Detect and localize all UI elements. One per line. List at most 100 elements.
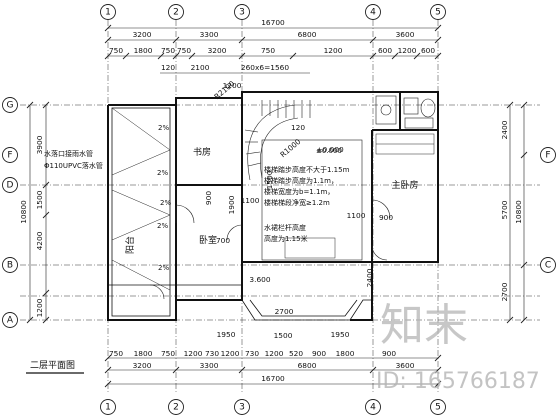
slope-label: 2% — [160, 199, 171, 207]
dim-bottom-row1: 1200 — [221, 349, 240, 358]
room-bedroom-label: 卧室 — [199, 234, 217, 246]
axis-bottom-5: 5 — [435, 403, 441, 413]
note-pipe-2: Φ110UPVC落水管 — [44, 161, 103, 170]
dim-right-inner: 2700 — [500, 282, 509, 301]
axis-left-G: G — [7, 101, 14, 111]
axis-right-F-circle — [540, 147, 556, 163]
drawing-title: 二层平面图 — [30, 360, 75, 371]
axis-left-D: D — [7, 181, 14, 191]
axis-top-2-circle — [168, 4, 184, 20]
watermark-brand: 知末 — [380, 300, 468, 351]
dimension-lines — [29, 27, 525, 385]
dim-misc: 1100 — [241, 196, 260, 205]
dim-top-row3: 750 — [109, 46, 123, 55]
walls — [107, 91, 439, 321]
axis-left-A-circle — [2, 312, 18, 328]
dim-misc: 900 — [204, 191, 213, 205]
axis-top-5: 5 — [435, 8, 441, 18]
axis-right-C: C — [545, 261, 551, 271]
axis-bottom-1: 1 — [105, 403, 111, 413]
axis-bottom-4: 4 — [370, 403, 376, 413]
note-stair: 楼梯梯段净宽≥1.2m — [264, 198, 330, 207]
axis-bottom-3: 3 — [239, 403, 245, 413]
axis-left-F-circle — [2, 147, 18, 163]
axis-bottom-3-circle — [234, 399, 250, 415]
dim-misc: 1500 — [265, 170, 274, 189]
dim-left-inner: 3900 — [35, 135, 44, 154]
dim-top-row3: 750 — [161, 46, 175, 55]
room-details — [284, 133, 435, 259]
dim-top-total: 16700 — [261, 18, 285, 27]
axis-top-3-circle — [234, 4, 250, 20]
doors — [149, 199, 391, 300]
dim-bottom-row2: 3300 — [200, 361, 219, 370]
dim-left-total: 10800 — [19, 200, 28, 224]
dim-misc: 1200 — [223, 81, 242, 90]
dim-top-row3: 1800 — [134, 46, 153, 55]
axis-top-2: 2 — [173, 8, 179, 18]
dim-left-inner: 1500 — [35, 190, 44, 209]
note-stair: 楼梯宽度为b=1.1m， — [264, 187, 334, 196]
dim-bottom-row1: 750 — [109, 349, 123, 358]
bathroom-fixtures — [375, 95, 436, 129]
dim-misc: 700 — [216, 236, 230, 245]
dim-bottom-row1: 730 — [245, 349, 259, 358]
axis-left-B: B — [7, 261, 13, 271]
dim-misc: 3.600 — [249, 275, 270, 284]
room-master-label: 主卧房 — [391, 179, 418, 191]
dim-top-row2: 3600 — [396, 30, 415, 39]
elevation-mark: ±0.000 — [316, 147, 342, 155]
axis-right-C-circle — [540, 257, 556, 273]
slope-label: 2% — [157, 169, 168, 177]
axis-bottom-2-circle — [168, 399, 184, 415]
dim-bottom-row2: 3600 — [396, 361, 415, 370]
dim-bottom-row1: 900 — [382, 349, 396, 358]
axis-top-1: 1 — [105, 8, 111, 18]
note-rail-1: 水裙栏杆高度 — [264, 223, 306, 232]
axis-top-3: 3 — [239, 8, 245, 18]
axis-bottom-5-circle — [430, 399, 446, 415]
dim-top-row4: 120 — [161, 63, 175, 72]
staircase — [244, 100, 363, 261]
watermark-id: ID: 165766187 — [376, 369, 540, 394]
dim-bottom-row2: 6800 — [298, 361, 317, 370]
note-pipe-1: 水落口接雨水管 — [44, 149, 93, 158]
slope-label: 2% — [157, 222, 168, 230]
dim-top-row2: 6800 — [298, 30, 317, 39]
dim-bottom-row1: 730 — [205, 349, 219, 358]
dim-bottom-row1: 1200 — [265, 349, 284, 358]
axis-bottom-2: 2 — [173, 403, 179, 413]
dim-bottom-row1: 1800 — [336, 349, 355, 358]
dim-top-row2: 3200 — [133, 30, 152, 39]
dim-left-inner: 4200 — [35, 231, 44, 250]
dim-misc: ±0.000 — [316, 145, 344, 154]
dim-top-row3: 1200 — [324, 46, 343, 55]
axis-top-5-circle — [430, 4, 446, 20]
axis-right-F: F — [545, 151, 550, 161]
dim-top-row4: 2100 — [191, 63, 210, 72]
axis-left-G-circle — [2, 97, 18, 113]
axis-bottom-1-circle — [100, 399, 116, 415]
dimension-ticks — [26, 24, 528, 388]
dim-misc: 120 — [291, 123, 305, 132]
axis-bottom-4-circle — [365, 399, 381, 415]
dim-bottom-row1: 1200 — [184, 349, 203, 358]
slope-lines — [111, 107, 171, 291]
dim-right-inner: 2400 — [500, 120, 509, 139]
slope-label: 2% — [158, 264, 169, 272]
axis-top-4-circle — [365, 4, 381, 20]
dim-bottom-total: 16700 — [261, 374, 285, 383]
dim-bottom-row2: 3200 — [133, 361, 152, 370]
dim-misc: 1950 — [331, 330, 350, 339]
thin-walls — [108, 107, 372, 321]
dim-right-total: 10800 — [514, 200, 523, 224]
dim-top-row3: 1200 — [398, 46, 417, 55]
dim-misc: 1950 — [217, 330, 236, 339]
slope-label: 2% — [158, 124, 169, 132]
dim-top-row3: 600 — [421, 46, 435, 55]
dim-misc: 1100 — [347, 211, 366, 220]
grid-lines — [20, 20, 540, 392]
note-stair: 楼梯踏步高度为1.1m， — [264, 176, 338, 185]
